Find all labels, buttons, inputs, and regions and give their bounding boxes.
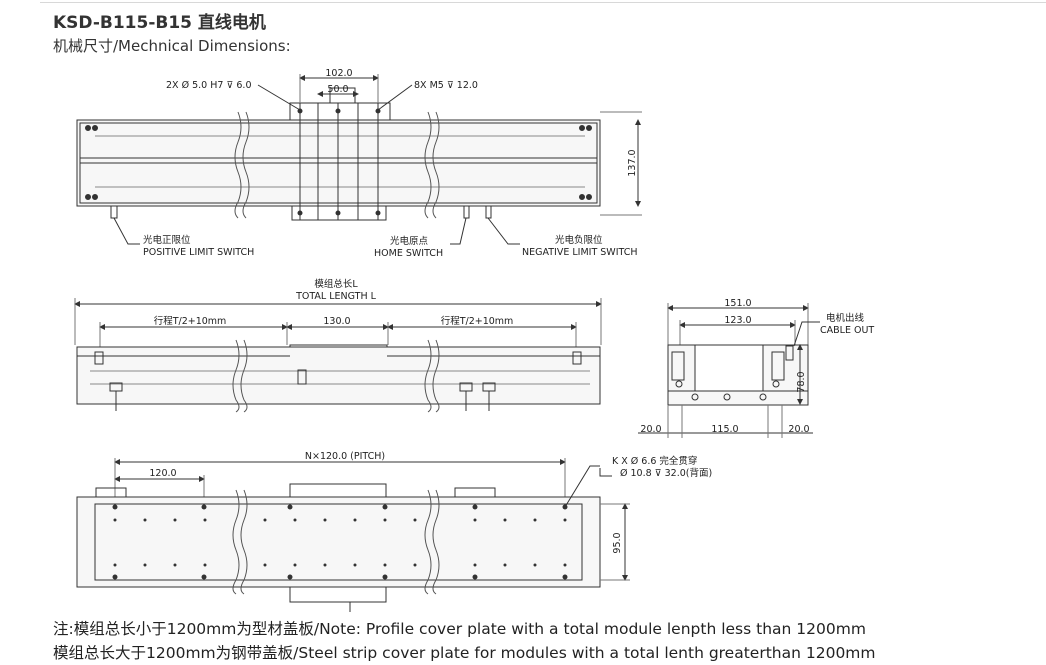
page-subtitle: 机械尺寸/Mechnical Dimensions: bbox=[53, 37, 291, 55]
drawing-labels: 102.0 50.0 2X Ø 5.0 H7 ⊽ 6.0 8X M5 ⊽ 12.… bbox=[143, 68, 874, 554]
positive-limit-en: POSITIVE LIMIT SWITCH bbox=[143, 247, 254, 258]
dim-78: 78.0 bbox=[796, 371, 807, 392]
callout-2x-holes: 2X Ø 5.0 H7 ⊽ 6.0 bbox=[166, 80, 252, 91]
note-line-2: 模组总长大于1200mm为钢带盖板/Steel strip cover plat… bbox=[53, 644, 876, 662]
total-length-cn: 模组总长L bbox=[314, 278, 358, 290]
dim-50: 50.0 bbox=[327, 84, 348, 95]
cable-out-en: CABLE OUT bbox=[820, 325, 874, 336]
dim-115: 115.0 bbox=[711, 424, 738, 435]
stroke-left-label: 行程T/2+10mm bbox=[154, 315, 227, 327]
cable-out-cn: 电机出线 bbox=[826, 312, 865, 324]
note-line-1: 注:模组总长小于1200mm为型材盖板/Note: Profile cover … bbox=[53, 620, 866, 638]
dim-120: 120.0 bbox=[149, 468, 176, 479]
home-switch-cn: 光电原点 bbox=[390, 235, 429, 247]
dim-95: 95.0 bbox=[612, 532, 623, 553]
negative-limit-en: NEGATIVE LIMIT SWITCH bbox=[522, 247, 638, 258]
pitch-label: N×120.0 (PITCH) bbox=[305, 451, 385, 462]
bottom-view bbox=[76, 458, 630, 612]
dim-20-right: 20.0 bbox=[788, 424, 809, 435]
dim-130: 130.0 bbox=[323, 316, 350, 327]
dim-137: 137.0 bbox=[627, 149, 638, 176]
hole-cbore-label: Ø 10.8 ⊽ 32.0(背面) bbox=[620, 467, 712, 479]
home-switch-en: HOME SWITCH bbox=[374, 248, 443, 259]
bottom-holes bbox=[112, 504, 568, 580]
dim-20-left: 20.0 bbox=[640, 424, 661, 435]
hole-kx-label: K X Ø 6.6 完全贯穿 bbox=[612, 455, 697, 467]
dim-151: 151.0 bbox=[724, 298, 751, 309]
callout-8x-holes: 8X M5 ⊽ 12.0 bbox=[414, 80, 478, 91]
mechanical-drawing: 102.0 50.0 2X Ø 5.0 H7 ⊽ 6.0 8X M5 ⊽ 12.… bbox=[74, 68, 874, 612]
page-title: KSD-B115-B15 直线电机 bbox=[53, 13, 266, 33]
total-length-en: TOTAL LENGTH L bbox=[295, 291, 377, 302]
top-divider bbox=[40, 2, 1046, 3]
dim-123: 123.0 bbox=[724, 315, 751, 326]
negative-limit-cn: 光电负限位 bbox=[555, 234, 603, 246]
end-view bbox=[638, 303, 820, 438]
dim-102: 102.0 bbox=[325, 68, 352, 79]
stroke-right-label: 行程T/2+10mm bbox=[441, 315, 514, 327]
side-view bbox=[74, 298, 602, 413]
positive-limit-cn: 光电正限位 bbox=[143, 234, 191, 246]
top-view bbox=[76, 74, 642, 245]
